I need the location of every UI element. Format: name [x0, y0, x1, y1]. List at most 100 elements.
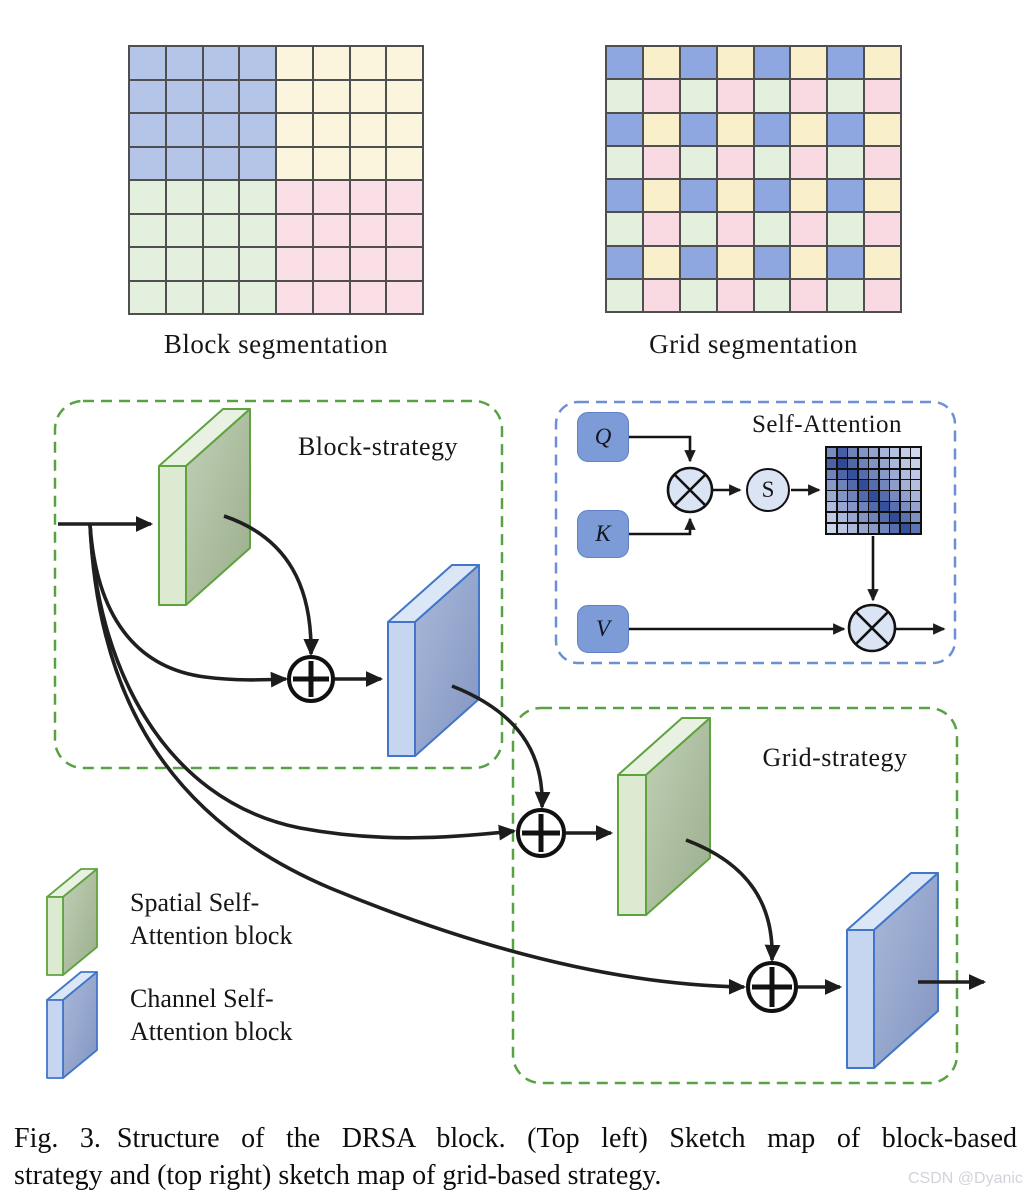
heatmap-cell	[890, 502, 899, 512]
grid-cell	[828, 213, 864, 245]
grid-cell	[387, 214, 422, 246]
grid-cell	[277, 147, 312, 179]
heatmap-cell	[890, 448, 899, 458]
grid-cell	[313, 47, 349, 79]
heatmap-cell	[858, 458, 868, 469]
grid-cell	[828, 180, 864, 212]
spatial2-to-sum3-arrow	[685, 838, 781, 963]
heatmap-cell	[879, 523, 889, 533]
grid-cell	[166, 248, 202, 280]
skip-connection-arrows	[58, 516, 747, 995]
grid-cell	[203, 281, 239, 313]
heatmap-cell	[848, 502, 857, 512]
legend-channel-label: Channel Self- Attention block	[130, 982, 292, 1048]
heatmap-cell	[827, 448, 836, 458]
heatmap-cell	[890, 491, 899, 501]
matmul-operators	[666, 466, 897, 653]
grid-cell	[240, 114, 275, 146]
heatmap-cell	[890, 458, 899, 469]
heatmap-cell	[837, 512, 847, 523]
heatmap-cell	[827, 491, 836, 501]
heatmap-cell	[827, 523, 836, 533]
grid-cell	[828, 80, 864, 112]
grid-cell	[277, 281, 312, 313]
grid-cell	[791, 80, 827, 112]
grid-cell	[387, 147, 422, 179]
heatmap-cell	[900, 502, 910, 512]
spatial-block-2	[617, 717, 711, 916]
grid-cell	[828, 246, 864, 278]
channel-block-1	[387, 564, 480, 757]
grid-cell	[240, 248, 275, 280]
slab-front-face	[387, 621, 416, 757]
heatmap-cell	[911, 469, 920, 479]
heatmap-cell	[879, 491, 889, 501]
heatmap-cell	[900, 458, 910, 469]
grid-cell	[387, 248, 422, 280]
heatmap-cell	[848, 491, 857, 501]
grid-cell	[680, 80, 716, 112]
grid-cell	[240, 47, 275, 79]
grid-cell	[607, 246, 642, 278]
heatmap-cell	[900, 523, 910, 533]
grid-cell	[717, 47, 753, 79]
self-attention-label: Self-Attention	[751, 411, 903, 438]
grid-cell	[791, 246, 827, 278]
grid-cell	[203, 147, 239, 179]
grid-cell	[387, 181, 422, 213]
heatmap-cell	[848, 480, 857, 490]
heatmap-cell	[858, 469, 868, 479]
grid-cell	[828, 47, 864, 79]
self-attention-arrows	[628, 435, 946, 635]
grid-cell	[277, 114, 312, 146]
heatmap-cell	[827, 469, 836, 479]
grid-cell	[607, 213, 642, 245]
grid-cell	[680, 279, 716, 311]
spatial-block-1	[158, 408, 251, 606]
grid-cell	[130, 181, 165, 213]
grid-cell	[387, 114, 422, 146]
grid-cell	[313, 248, 349, 280]
self-attention-box	[554, 400, 957, 665]
grid-cell	[166, 181, 202, 213]
grid-cell	[680, 113, 716, 145]
heatmap-cell	[890, 480, 899, 490]
grid-cell	[717, 146, 753, 178]
heatmap-cell	[911, 458, 920, 469]
grid-cell	[130, 147, 165, 179]
heatmap-cell	[848, 458, 857, 469]
heatmap-cell	[858, 480, 868, 490]
grid-cell	[643, 113, 679, 145]
grid-cell	[313, 281, 349, 313]
heatmap-cell	[911, 448, 920, 458]
grid-cell	[387, 80, 422, 112]
heatmap-cell	[869, 512, 878, 523]
sum-operator-1	[287, 655, 335, 703]
grid-cell	[350, 147, 386, 179]
sum-operator-2	[516, 808, 566, 858]
caption-line2: strategy and (top right) sketch map of g…	[14, 1160, 662, 1191]
grid-cell	[166, 281, 202, 313]
grid-cell	[166, 80, 202, 112]
grid-cell	[865, 80, 900, 112]
heatmap-cell	[911, 491, 920, 501]
grid-cell	[240, 181, 275, 213]
slab-front-face	[158, 465, 187, 606]
heatmap-cell	[911, 502, 920, 512]
grid-cell	[717, 80, 753, 112]
grid-cell	[203, 214, 239, 246]
grid-cell	[240, 80, 275, 112]
grid-cell	[203, 47, 239, 79]
heatmap-cell	[890, 523, 899, 533]
grid-cell	[680, 146, 716, 178]
grid-cell	[203, 248, 239, 280]
grid-cell	[607, 80, 642, 112]
skip-arrow-to-sum2	[88, 523, 517, 841]
grid-cell	[865, 279, 900, 311]
grid-cell	[350, 181, 386, 213]
heatmap-cell	[858, 448, 868, 458]
grid-cell	[130, 248, 165, 280]
grid-cell	[754, 279, 790, 311]
grid-segmentation-grid	[605, 45, 902, 313]
grid-cell	[203, 181, 239, 213]
